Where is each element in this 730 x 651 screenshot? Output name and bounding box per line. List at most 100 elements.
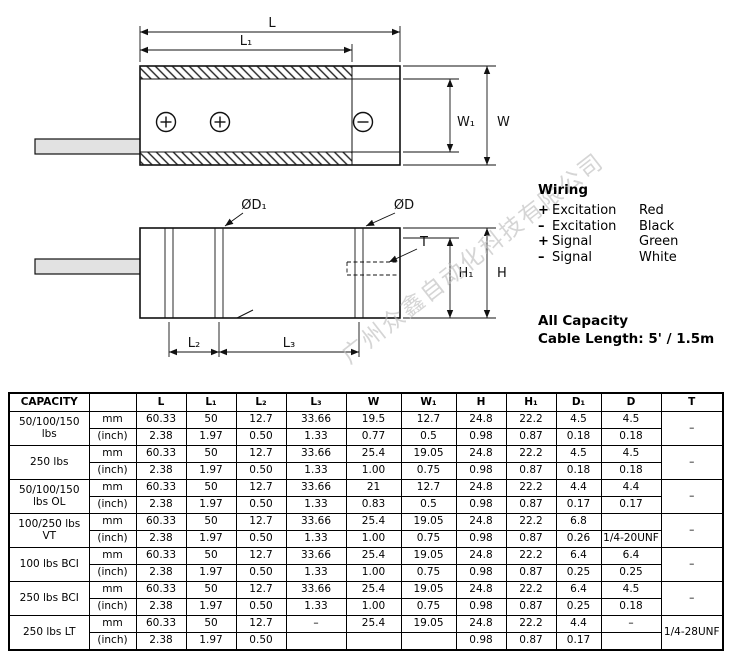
value-cell: 24.8 [455, 513, 507, 531]
value-cell: 0.26 [555, 530, 602, 548]
unit-cell: mm [88, 581, 137, 599]
side-view: ØD₁ ØD T H₁ H L₂ L₃ [34, 198, 507, 357]
wiring-row: – Signal White [538, 250, 728, 266]
value-cell: 19.05 [400, 445, 457, 463]
dim-label-H1: H₁ [459, 266, 474, 281]
value-cell: 0.75 [400, 530, 457, 548]
value-cell: – [285, 615, 347, 633]
value-cell: 1.97 [185, 428, 237, 446]
cable-note: All Capacity Cable Length: 5' / 1.5m [538, 313, 714, 348]
value-cell: 0.77 [345, 428, 402, 446]
value-cell: 60.33 [135, 445, 187, 463]
value-cell: 12.7 [400, 411, 457, 429]
wiring-row: – Excitation Black [538, 219, 728, 235]
dim-label-D: ØD [394, 198, 414, 213]
value-cell: 0.87 [505, 530, 557, 548]
capacity-cell: 250 lbs [8, 445, 90, 480]
wiring-row: + Signal Green [538, 234, 728, 250]
value-cell: 25.4 [345, 547, 402, 565]
capacity-cell: 250 lbs LT [8, 615, 90, 651]
value-cell [600, 513, 662, 531]
value-cell: 24.8 [455, 479, 507, 497]
value-cell: 0.18 [555, 462, 602, 480]
value-cell: 0.50 [235, 462, 287, 480]
value-cell: 2.38 [135, 564, 187, 582]
dim-label-L2: L₂ [188, 336, 200, 351]
dim-H [403, 227, 496, 319]
value-cell: 0.87 [505, 564, 557, 582]
hole-section-lines [164, 228, 364, 318]
value-cell: 1.33 [285, 598, 347, 616]
unit-cell: mm [88, 411, 137, 429]
unit-cell: mm [88, 615, 137, 633]
unit-cell: (inch) [88, 564, 137, 582]
value-cell: 12.7 [235, 547, 287, 565]
value-cell: 60.33 [135, 411, 187, 429]
value-cell: 1.97 [185, 564, 237, 582]
value-cell: 25.4 [345, 581, 402, 599]
header-T: T [660, 392, 724, 412]
unit-cell: (inch) [88, 428, 137, 446]
top-view-body [139, 65, 401, 166]
value-cell: 6.4 [555, 547, 602, 565]
value-cell: 6.4 [600, 547, 662, 565]
value-cell: 6.8 [555, 513, 602, 531]
header-W1: W₁ [400, 392, 457, 412]
leader-D [365, 212, 396, 227]
wiring-sign: – [538, 249, 545, 265]
value-cell: 0.17 [600, 496, 662, 514]
value-cell: 33.66 [285, 445, 347, 463]
value-cell: 60.33 [135, 581, 187, 599]
capacity-cell: 250 lbs BCI [8, 581, 90, 616]
value-cell: 1.33 [285, 428, 347, 446]
value-cell: 1.97 [185, 462, 237, 480]
value-cell: 2.38 [135, 632, 187, 651]
value-cell: 0.50 [235, 496, 287, 514]
value-cell: 0.87 [505, 428, 557, 446]
wiring-color: White [639, 249, 677, 265]
value-cell: 0.75 [400, 462, 457, 480]
value-cell: 1.33 [285, 462, 347, 480]
value-cell: 24.8 [455, 581, 507, 599]
header-D: D [600, 392, 662, 412]
unit-cell: mm [88, 479, 137, 497]
value-cell: 1.97 [185, 632, 237, 651]
header-L3: L₃ [285, 392, 347, 412]
dim-label-L: L [268, 16, 276, 31]
value-cell: 1.33 [285, 496, 347, 514]
value-cell: 0.18 [555, 428, 602, 446]
value-cell [400, 632, 457, 651]
value-cell: 1.33 [285, 564, 347, 582]
value-cell: 0.50 [235, 428, 287, 446]
value-cell: 24.8 [455, 547, 507, 565]
value-cell: 22.2 [505, 581, 557, 599]
value-cell: 0.98 [455, 428, 507, 446]
top-view: L L₁ W₁ W [34, 16, 510, 166]
wiring-label: Excitation [552, 218, 617, 234]
unit-cell: (inch) [88, 632, 137, 651]
value-cell: 0.87 [505, 632, 557, 651]
value-cell: 19.05 [400, 513, 457, 531]
value-cell: 22.2 [505, 445, 557, 463]
value-cell [285, 632, 347, 651]
value-cell: 0.17 [555, 632, 602, 651]
value-cell: 0.25 [555, 598, 602, 616]
value-cell: 1.97 [185, 496, 237, 514]
header-W: W [345, 392, 402, 412]
header-H: H [455, 392, 507, 412]
value-cell: 2.38 [135, 496, 187, 514]
value-cell: 22.2 [505, 411, 557, 429]
value-cell: 50 [185, 615, 237, 633]
value-cell: 33.66 [285, 581, 347, 599]
value-cell: 19.05 [400, 615, 457, 633]
header-L1: L₁ [185, 392, 237, 412]
header-L2: L₂ [235, 392, 287, 412]
value-cell: 0.98 [455, 564, 507, 582]
value-cell: 0.98 [455, 530, 507, 548]
